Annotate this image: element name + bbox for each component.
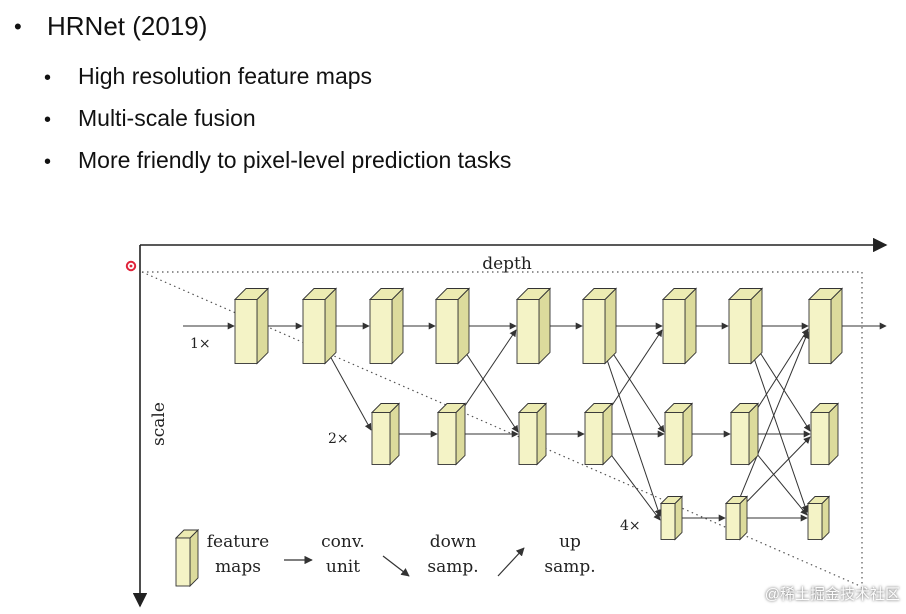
feature-map-2x-2 (436, 402, 467, 466)
legend-samp-up-label: samp. (544, 557, 595, 577)
feature-map-2x-3 (517, 402, 548, 466)
down-sample-arrow-icon (382, 555, 410, 577)
feature-map-2x-4 (583, 402, 614, 466)
stream-label-2x: 2× (328, 431, 349, 447)
bullet-point-2: Multi-scale fusion (78, 105, 256, 131)
legend-feature-map-block (174, 528, 200, 588)
bullet-marker: • (14, 14, 22, 39)
bullet-point-1: High resolution feature maps (78, 63, 373, 89)
feature-map-2x-6 (729, 402, 760, 466)
dotted-frame (142, 271, 863, 590)
feature-map-1x-8 (727, 287, 764, 365)
stream-label-1x: 1× (190, 336, 211, 352)
legend-samp-down-label: samp. (427, 557, 478, 577)
legend-down-label: down (430, 532, 477, 552)
feature-map-2x-7 (809, 402, 840, 466)
feature-map-1x-3 (368, 287, 405, 365)
scale-axis-label: scale (149, 402, 169, 446)
feature-map-4x-1 (659, 495, 684, 541)
bullet-point-3: More friendly to pixel-level prediction … (78, 147, 512, 173)
depth-axis-label: depth (482, 254, 532, 274)
legend-maps-label: maps (215, 557, 261, 577)
down-sample-arrow (744, 331, 809, 513)
feature-map-1x-2 (301, 287, 338, 365)
bullet-marker: • (44, 67, 52, 89)
legend-conv-label: conv. (321, 532, 365, 552)
legend: feature maps conv. unit down samp. up sa… (174, 528, 596, 588)
bullet-marker: • (44, 151, 52, 173)
feature-map-2x-5 (663, 402, 694, 466)
legend-up-label: up (559, 532, 581, 552)
slide-heading: HRNet (2019) (47, 11, 208, 41)
up-sample-arrow (733, 331, 809, 513)
feature-map-1x-5 (515, 287, 552, 365)
pointer-marker-icon (125, 260, 137, 272)
pointer-marker-dot (129, 264, 133, 268)
feature-map-4x-3 (806, 495, 831, 541)
feature-map-blocks (233, 287, 844, 541)
up-sample-arrow-icon (497, 547, 525, 577)
legend-unit-label: unit (326, 557, 360, 577)
down-sample-arrow (598, 335, 662, 517)
bullet-marker: • (44, 109, 52, 131)
watermark: @稀土掘金技术社区 (764, 586, 900, 603)
feature-map-1x-1 (233, 287, 270, 365)
legend-feature-map-icon (174, 528, 200, 588)
feature-map-1x-6 (581, 287, 618, 365)
feature-map-1x-9 (807, 287, 844, 365)
feature-map-1x-4 (434, 287, 471, 365)
feature-map-2x-1 (370, 402, 401, 466)
feature-map-1x-7 (661, 287, 698, 365)
feature-map-4x-2 (724, 495, 749, 541)
legend-feature-label: feature (207, 532, 269, 552)
stream-label-4x: 4× (620, 518, 641, 534)
